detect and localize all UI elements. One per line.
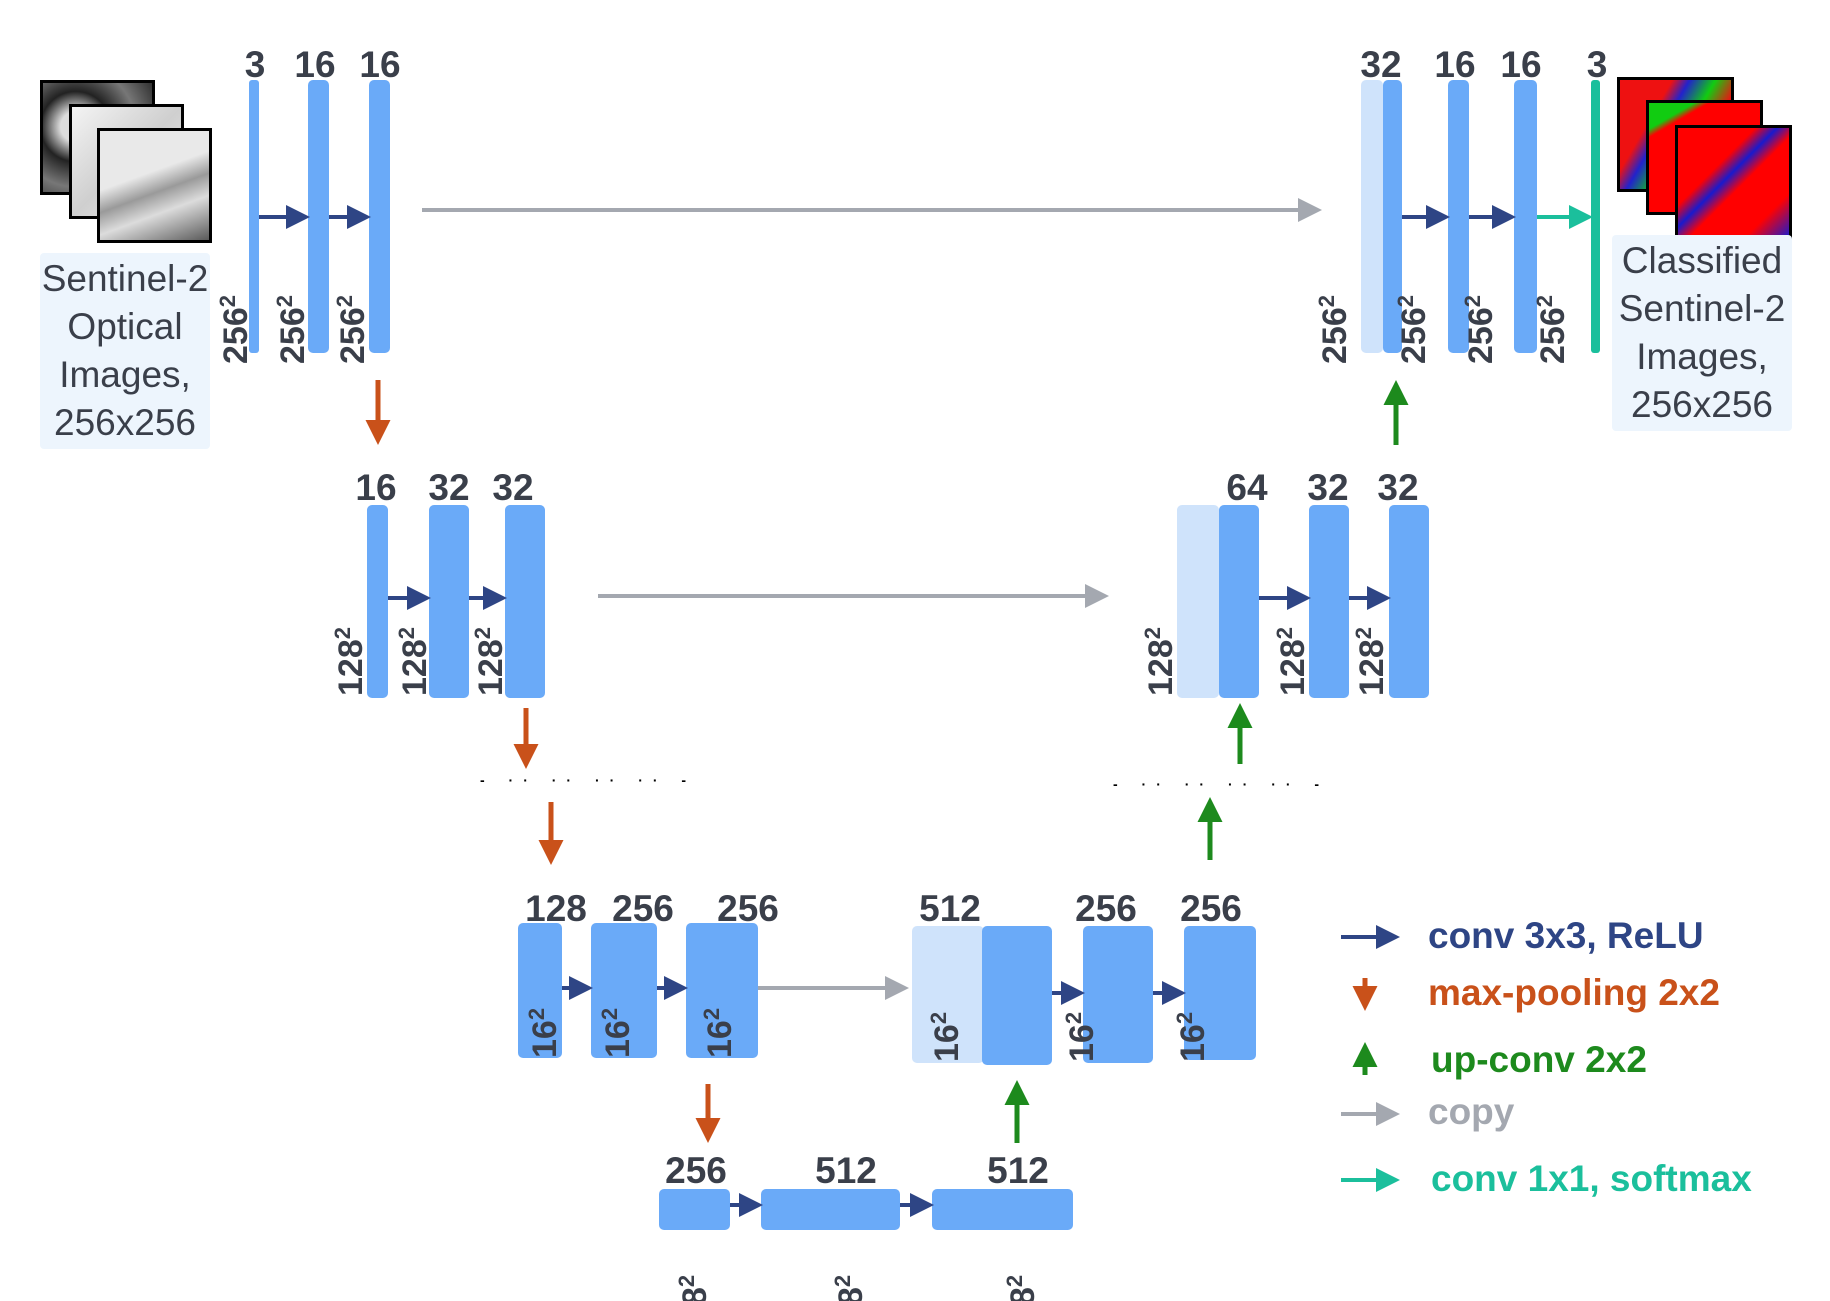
ch-label: 16 <box>355 467 397 508</box>
ch-label: 256 <box>665 1150 727 1191</box>
ch-label: 256 <box>612 888 674 929</box>
ch-label: 512 <box>987 1150 1049 1191</box>
fm-l2d-copy <box>1177 505 1219 698</box>
fm-l2d-3 <box>1389 505 1429 698</box>
ch-label: 3 <box>244 44 266 85</box>
legend-upconv-label: up-conv 2x2 <box>1431 1039 1647 1080</box>
fm-l3d-3 <box>1184 926 1256 1060</box>
output-image-3 <box>1675 125 1792 240</box>
fm-l3e-1 <box>518 923 562 1058</box>
ch-label: 32 <box>492 467 534 508</box>
fm-l3d-1 <box>982 926 1052 1065</box>
fm-l2e-1 <box>367 505 388 698</box>
fm-l1d-3 <box>1514 80 1537 353</box>
ch-label: 16 <box>294 44 336 85</box>
fm-l2e-2 <box>429 505 469 698</box>
ch-label: 256 <box>717 888 779 929</box>
output-caption: Classified Sentinel-2 Images, 256x256 <box>1612 235 1792 431</box>
fm-l1d-out <box>1591 80 1600 353</box>
ch-label: 64 <box>1226 467 1268 508</box>
fm-l1e-3 <box>369 80 390 353</box>
fm-l2d-1 <box>1219 505 1259 698</box>
legend-conv-label: conv 3x3, ReLU <box>1428 915 1704 956</box>
ch-label: 32 <box>1360 44 1402 85</box>
legend-softmax-label: conv 1x1, softmax <box>1431 1158 1752 1199</box>
fm-bn-1 <box>659 1189 730 1230</box>
ch-label: 256 <box>1075 888 1137 929</box>
ellipsis-right: - ·· ·· ·· ·· - <box>1113 776 1330 792</box>
fm-bn-2 <box>761 1189 900 1230</box>
ch-label: 32 <box>1307 467 1349 508</box>
fm-l1d-2 <box>1448 80 1469 353</box>
input-caption: Sentinel-2 Optical Images, 256x256 <box>40 253 210 449</box>
fm-l1e-2 <box>308 80 329 353</box>
ch-label: 3 <box>1586 44 1608 85</box>
fm-l1d-1 <box>1383 80 1402 353</box>
fm-l2d-2 <box>1309 505 1349 698</box>
fm-bn-3 <box>932 1189 1073 1230</box>
ch-label: 16 <box>359 44 401 85</box>
ellipsis-left: - ·· ·· ·· ·· - <box>480 772 697 788</box>
fm-l3d-2 <box>1083 926 1153 1063</box>
ch-label: 512 <box>919 888 981 929</box>
fm-l1e-1 <box>249 80 259 353</box>
ch-label: 32 <box>428 467 470 508</box>
fm-l3d-copy <box>912 926 984 1063</box>
legend-copy-label: copy <box>1428 1091 1515 1132</box>
ch-label: 256 <box>1180 888 1242 929</box>
ch-label: 32 <box>1377 467 1419 508</box>
ch-label: 16 <box>1434 44 1476 85</box>
ch-label: 128 <box>525 888 587 929</box>
fm-l1d-copy <box>1361 80 1383 353</box>
input-image-3 <box>97 128 212 243</box>
fm-l3e-3 <box>686 923 758 1058</box>
legend-pool-label: max-pooling 2x2 <box>1428 972 1720 1013</box>
ch-label: 16 <box>1500 44 1542 85</box>
fm-l2e-3 <box>505 505 545 698</box>
ch-label: 512 <box>815 1150 877 1191</box>
fm-l3e-2 <box>591 923 657 1058</box>
